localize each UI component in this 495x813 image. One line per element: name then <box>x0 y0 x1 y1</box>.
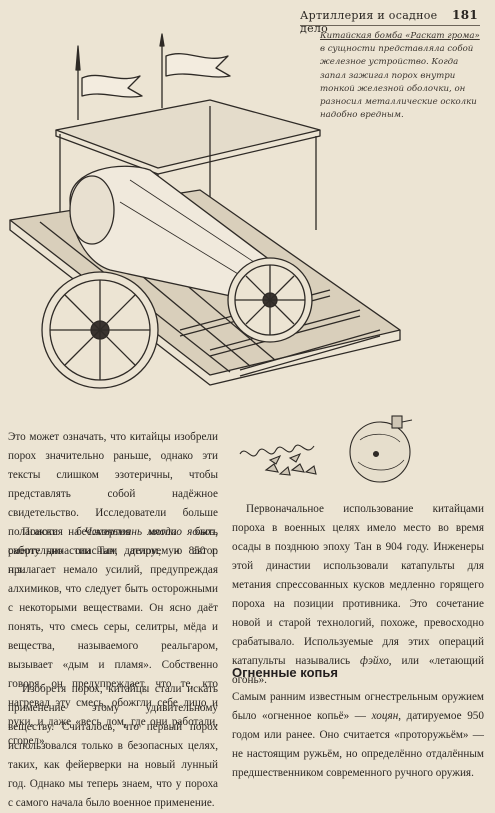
paragraph-5-text: Самым ранним известным огнестрельным ору… <box>232 691 484 722</box>
header-rule <box>300 25 480 26</box>
paragraph-4: Первоначальное использование китайцами п… <box>232 500 484 690</box>
cannon-cart-illustration <box>9 33 401 389</box>
paragraph-1: Это может означать, что китайцы изобрели… <box>8 428 218 580</box>
paragraph-4-end: , или «летающий огонь». <box>232 655 485 686</box>
illustration-caption: Китайская бомба «Раскат грома» в сущност… <box>320 30 480 122</box>
paragraph-1-text: Это может означать, что китайцы изобрели… <box>8 431 218 538</box>
paragraph-5: Самым ранним известным огнестрельным ору… <box>232 688 484 783</box>
paragraph-4-text: Первоначальное использование китайцами п… <box>232 503 484 667</box>
paragraph-5-end: , датируемое 950 годом или ранее. Оно сч… <box>232 710 484 779</box>
paragraph-5-italic: хоцян <box>371 710 399 722</box>
paragraph-3: Изобретя порох, китайцы стали искать при… <box>8 683 218 809</box>
page-number: 181 <box>452 8 478 22</box>
paragraph-1-italic: Чжэньюань мяодао яолюэ <box>84 526 216 538</box>
paragraph-2: Поиски бессмертия могли быть смертельно … <box>8 526 218 747</box>
paragraph-1-end: , работу династии Тан, датируемую 850 г.… <box>8 526 218 576</box>
bomb-illustration <box>239 415 413 483</box>
paragraph-4-italic: фэйхо <box>360 655 389 667</box>
caption-text: в сущности представляла собой железное у… <box>320 44 477 121</box>
caption-lead: Китайская бомба «Раскат грома» <box>320 31 480 41</box>
section-heading: Огненные копья <box>232 665 338 680</box>
